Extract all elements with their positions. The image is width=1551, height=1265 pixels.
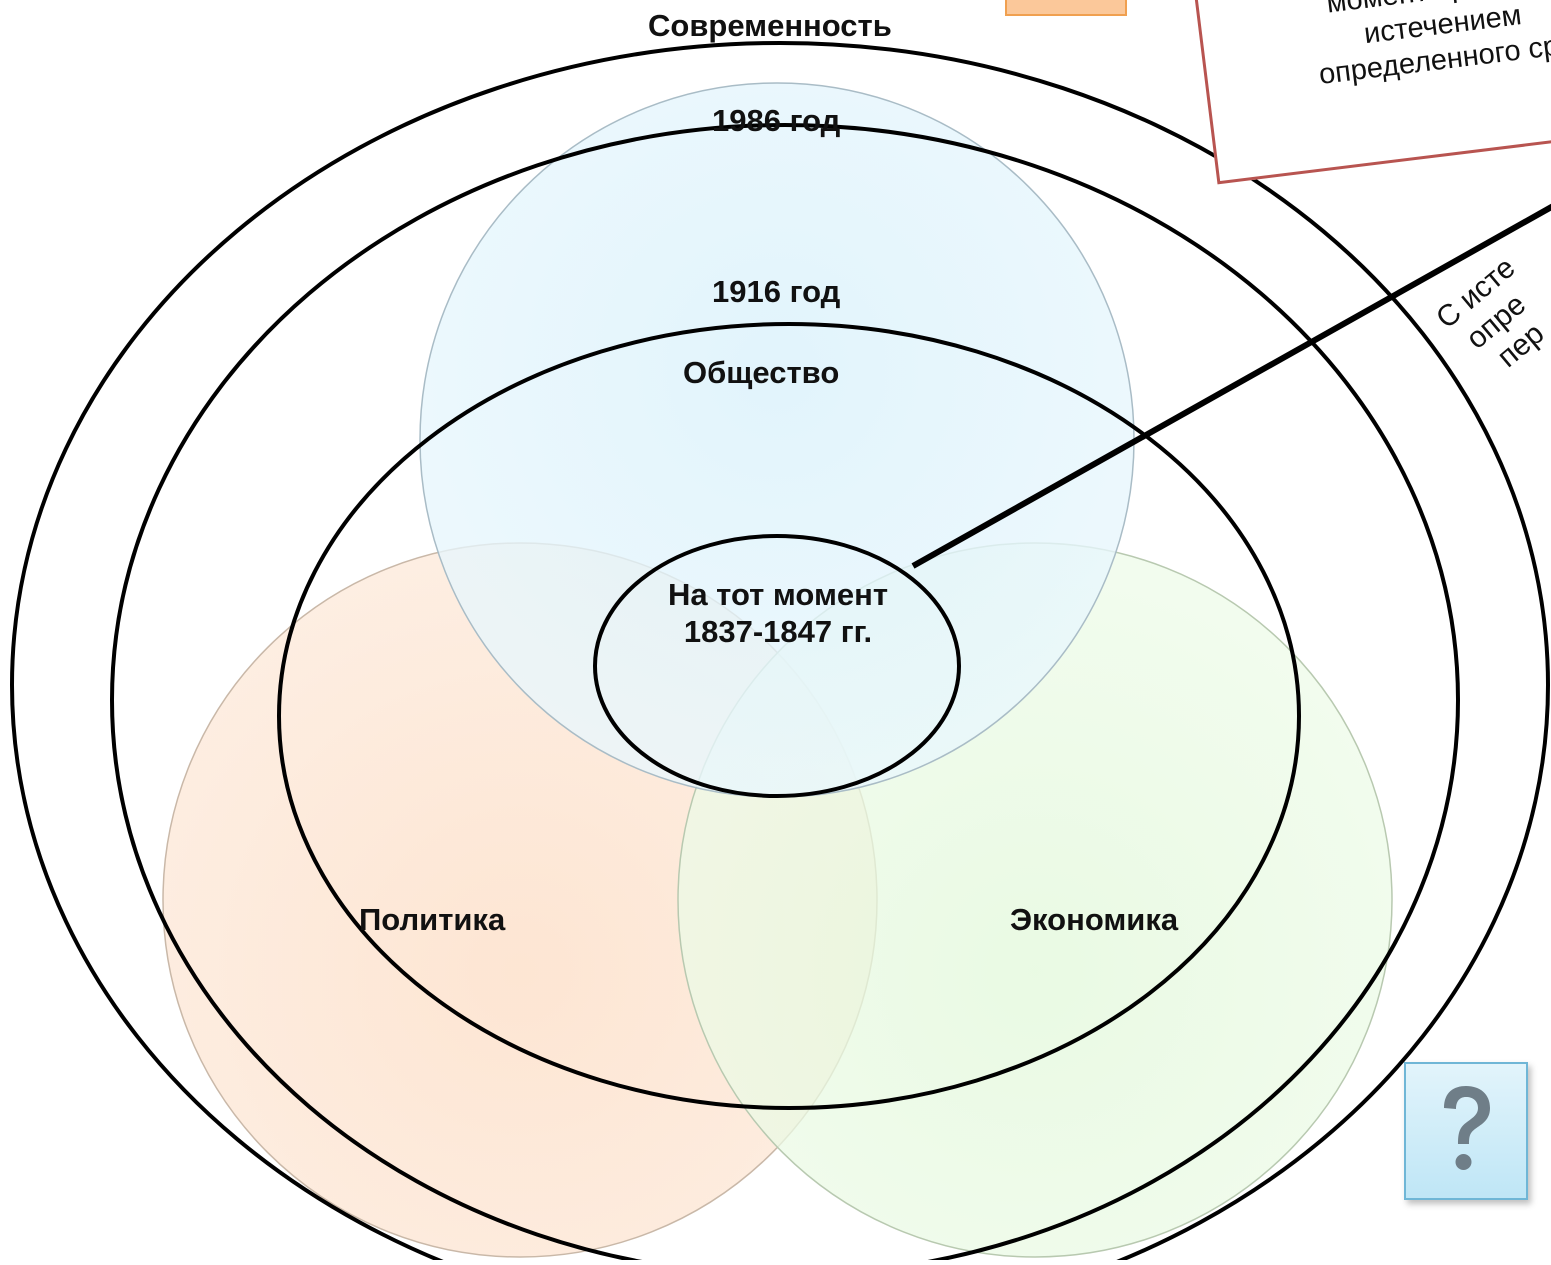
ellipse-1916: [277, 322, 1301, 1110]
question-mark-icon: [1444, 1086, 1490, 1170]
label-1916: 1916 год: [712, 274, 841, 309]
help-button[interactable]: [1404, 1062, 1528, 1200]
label-contemporaneity: Современность: [648, 8, 892, 43]
label-economy: Экономика: [1010, 902, 1179, 937]
society-circle: [419, 82, 1135, 798]
label-politics: Политика: [359, 902, 506, 937]
ellipse-1986: [110, 123, 1460, 1265]
label-1986: 1986 год: [712, 103, 841, 138]
ellipse-center: [593, 534, 961, 798]
connector-line: [911, 203, 1551, 569]
callout-text: момент времени истечением определенного …: [1258, 0, 1551, 99]
label-center: На тот момент 1837-1847 гг.: [667, 577, 889, 650]
ellipse-contemporaneity: [10, 41, 1550, 1265]
orange-nav-button[interactable]: [1005, 0, 1127, 16]
label-society: Общество: [683, 355, 840, 390]
